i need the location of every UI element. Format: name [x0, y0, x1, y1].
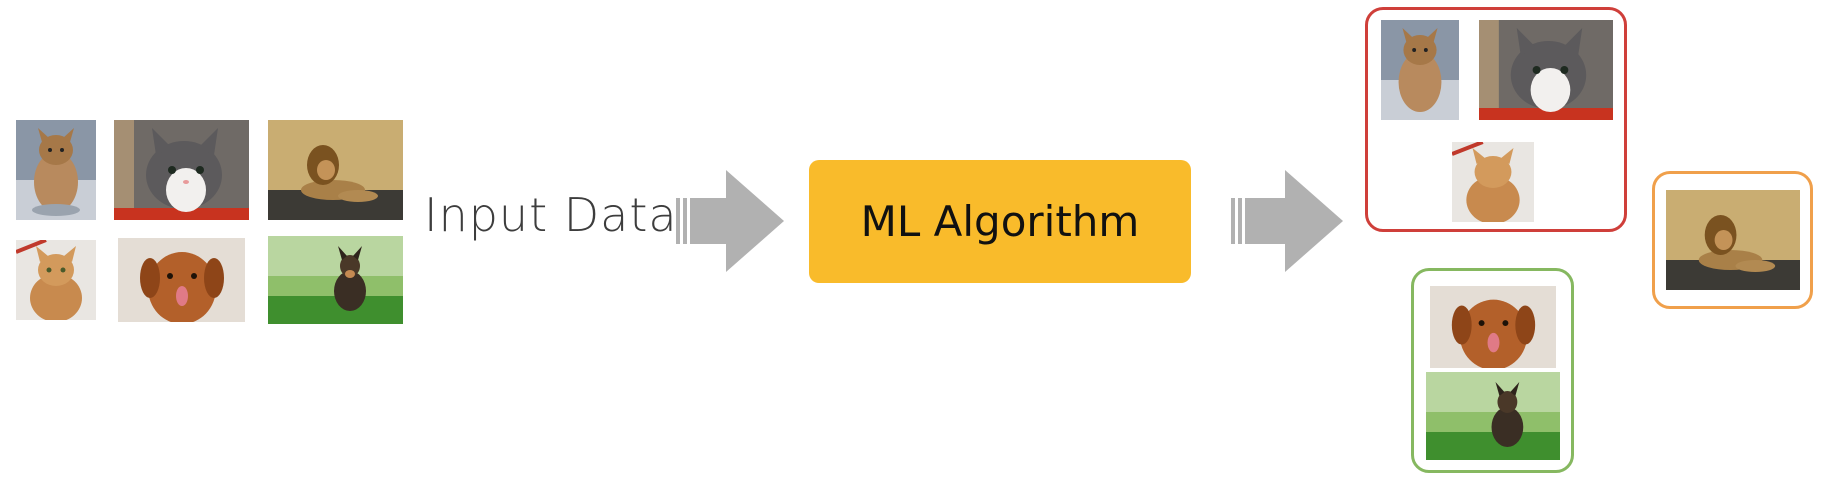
cluster-grey-kitten-image — [1479, 20, 1613, 120]
dog-cluster-group — [1411, 268, 1574, 473]
cluster-standing-kitten-image — [1381, 20, 1459, 120]
input-retriever-image — [118, 238, 245, 322]
ml-algorithm-box: ML Algorithm — [809, 160, 1191, 283]
cluster-lion-image — [1666, 190, 1800, 290]
algorithm-to-clusters-arrow-icon — [1231, 170, 1343, 272]
cluster-puppy-image — [1426, 372, 1560, 460]
input-grey-kitten-image — [114, 120, 249, 220]
input-standing-kitten-image — [16, 120, 96, 220]
input-orange-cat-image — [16, 240, 96, 320]
input-lion-image — [268, 120, 403, 220]
input-to-algorithm-arrow-icon — [676, 170, 784, 272]
lion-cluster-group — [1652, 171, 1813, 309]
input-puppy-image — [268, 236, 403, 324]
cat-cluster-group — [1365, 7, 1627, 232]
input-data-label: Input Data — [424, 188, 678, 242]
cluster-retriever-image — [1430, 286, 1556, 368]
cluster-orange-cat-image — [1452, 142, 1534, 222]
ml-algorithm-label: ML Algorithm — [860, 197, 1140, 246]
